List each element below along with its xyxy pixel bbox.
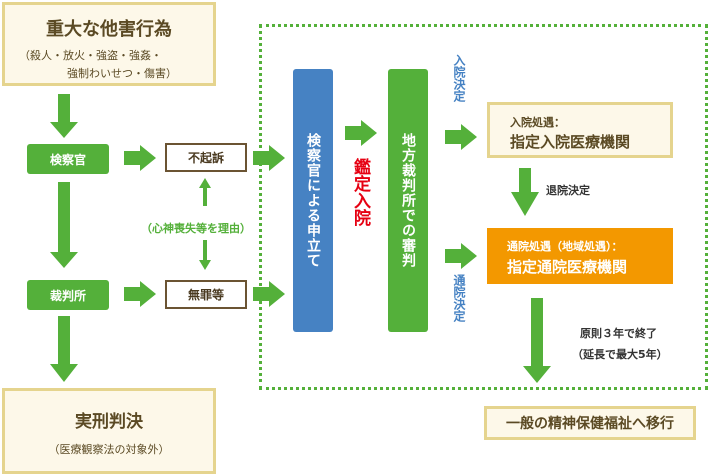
arrow-down-icon: [50, 94, 78, 138]
arrow-down-icon: [199, 260, 211, 270]
inpatient-care-label: 入院処遇：: [510, 116, 565, 129]
court-box: 裁判所: [27, 280, 109, 310]
arrow-down-icon: [523, 298, 551, 383]
prosecutor-petition-box: 検察官による申立て: [293, 69, 333, 332]
general-welfare-label: 一般の精神保健福祉へ移行: [506, 416, 674, 432]
arrow-right-icon: [253, 145, 285, 171]
arrow-up-icon: [199, 178, 211, 188]
discharge-decision-label: 退院決定: [546, 184, 590, 197]
term-note-line-2: （延長で最大5年）: [572, 348, 668, 361]
acquittal-box: 無罪等: [165, 280, 247, 309]
medical-observation-law-region: [259, 24, 708, 390]
outpatient-care-label: 通院処遇（地域処遇）：: [507, 240, 623, 253]
outpatient-care-box: 通院処遇（地域処遇）： 指定通院医療機関: [487, 228, 673, 284]
actual-sentence-note: （医療観察法の対象外）: [48, 443, 170, 456]
prosecutor-box: 検察官: [27, 144, 109, 174]
serious-harm-title: 重大な他害行為: [46, 19, 172, 40]
reason-label: （心神喪失等を理由）: [141, 222, 251, 235]
actual-sentence-box: 実刑判決 （医療観察法の対象外）: [2, 388, 216, 474]
arrow-right-icon: [124, 145, 156, 171]
arrow-right-icon: [445, 243, 477, 269]
inpatient-care-box: 入院処遇： 指定入院医療機関: [487, 102, 673, 158]
arrow-right-icon: [445, 124, 477, 150]
admission-decision-label: 入院決定: [452, 54, 466, 102]
district-court-trial-box: 地方裁判所での審判: [388, 69, 428, 332]
outpatient-decision-label: 通院決定: [452, 274, 466, 322]
arrow-right-icon: [124, 281, 156, 307]
non-prosecution-box: 不起訴: [165, 143, 247, 172]
term-note-line-1: 原則３年で終了: [580, 327, 657, 340]
serious-harm-detail-1: （殺人・放火・強盗・強姦・: [19, 49, 162, 62]
arrow-right-icon: [345, 120, 377, 146]
arrow-right-icon: [253, 281, 285, 307]
arrow-down-icon: [50, 316, 78, 382]
inpatient-care-facility: 指定入院医療機関: [510, 133, 631, 151]
assessment-admission-label: 鑑定入院: [350, 158, 370, 226]
actual-sentence-title: 実刑判決: [75, 412, 143, 432]
arrow-down-icon: [50, 182, 78, 268]
arrow-down-icon: [511, 168, 539, 216]
general-welfare-box: 一般の精神保健福祉へ移行: [484, 406, 696, 440]
serious-harm-detail-2: 強制わいせつ・傷害）: [67, 67, 177, 80]
outpatient-care-facility: 指定通院医療機関: [507, 258, 628, 276]
serious-harm-box: 重大な他害行為 （殺人・放火・強盗・強姦・ 強制わいせつ・傷害）: [2, 2, 216, 86]
